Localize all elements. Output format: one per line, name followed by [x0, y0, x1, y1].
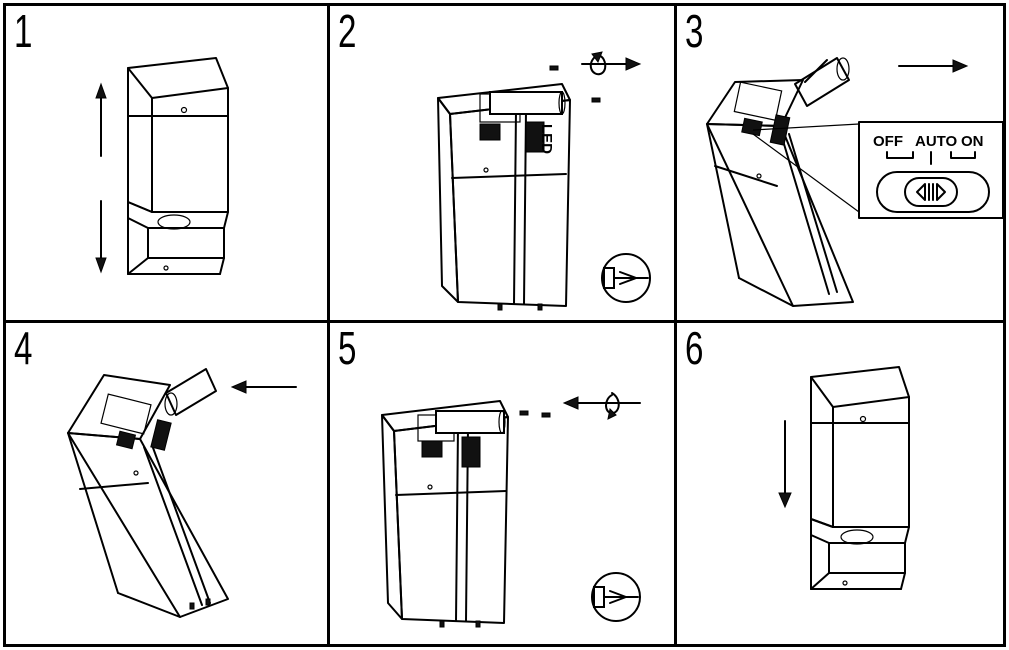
step-panel-3: 3 OFF AUTO: [674, 3, 1006, 323]
lamp-closed-illustration: [95, 57, 229, 275]
step-number: 2: [338, 5, 357, 57]
step-panel-2: 2 LED: [327, 3, 677, 323]
switch-auto-label: AUTO: [915, 133, 958, 150]
lamp-set-switch-illustration: OFF AUTO ON: [706, 57, 1003, 307]
step-panel-6: 6: [674, 320, 1006, 647]
switch-off-label: OFF: [873, 133, 903, 150]
step-panel-5: 5: [327, 320, 677, 647]
step-panel-1: 1: [3, 3, 330, 323]
lamp-reassembled-illustration: [778, 366, 910, 590]
step-number: 6: [685, 322, 704, 374]
svg-text:LED: LED: [538, 124, 555, 154]
step-number: 4: [14, 322, 33, 374]
switch-on-label: ON: [961, 133, 984, 150]
step-number: 3: [685, 5, 704, 57]
step-number: 1: [14, 5, 33, 57]
lamp-open-remove-battery-illustration: LED: [437, 51, 651, 311]
step-panel-4: 4: [3, 320, 330, 647]
step-number: 5: [338, 322, 357, 374]
lamp-close-replace-screws-illustration: [381, 392, 641, 628]
lamp-insert-battery-illustration: [67, 368, 297, 618]
